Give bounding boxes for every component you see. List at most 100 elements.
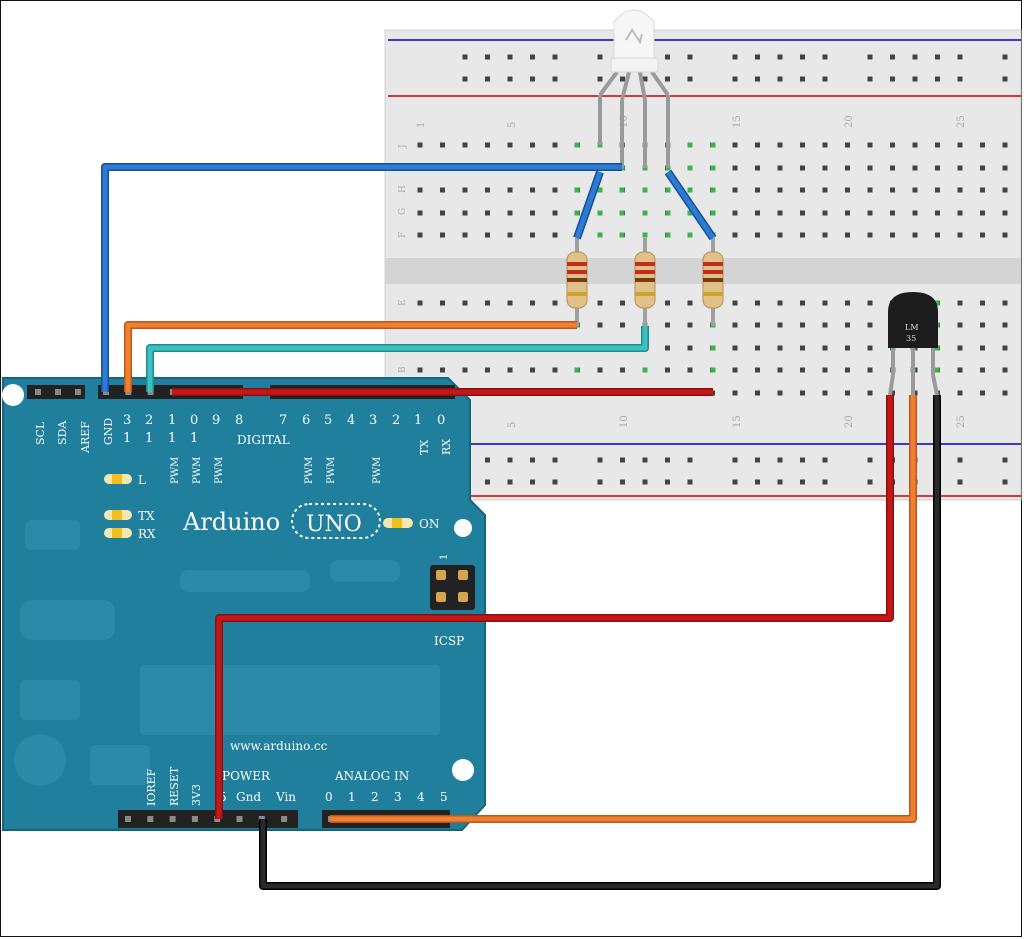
breadboard-hole xyxy=(485,367,490,373)
breadboard-rail-hole xyxy=(1002,54,1008,60)
tx-pin-label: TX xyxy=(418,440,431,455)
breadboard-rail-hole xyxy=(597,76,603,82)
breadboard-hole xyxy=(732,165,738,171)
breadboard-hole xyxy=(845,345,850,351)
pcb-component xyxy=(140,665,440,735)
breadboard-rail-hole xyxy=(530,76,535,82)
breadboard-hole xyxy=(530,232,535,238)
breadboard-hole xyxy=(800,345,805,351)
resistor-1 xyxy=(566,238,588,326)
breadboard-hole xyxy=(822,300,828,306)
breadboard-hole xyxy=(1002,187,1008,193)
breadboard-hole xyxy=(552,232,558,238)
connected-hole xyxy=(642,210,648,216)
breadboard-hole xyxy=(980,187,985,193)
breadboard-hole xyxy=(755,345,760,351)
breadboard-hole xyxy=(485,210,490,216)
header-pin xyxy=(147,816,154,822)
header-power xyxy=(118,810,298,828)
breadboard-hole xyxy=(687,367,693,373)
breadboard-rail-hole xyxy=(485,54,490,60)
breadboard-hole xyxy=(777,232,783,238)
breadboard-rail-hole xyxy=(552,479,558,485)
row-letter: G xyxy=(398,208,408,215)
breadboard-rail-hole xyxy=(800,54,805,60)
breadboard-hole xyxy=(777,322,783,328)
wire-blue-gnd xyxy=(102,164,622,392)
connected-hole xyxy=(619,187,625,193)
breadboard-hole xyxy=(912,232,918,238)
breadboard-rail-hole xyxy=(957,54,963,60)
breadboard-hole xyxy=(912,187,918,193)
breadboard-hole xyxy=(620,367,625,373)
breadboard-hole xyxy=(755,367,760,373)
breadboard-hole xyxy=(957,142,963,148)
header-pin xyxy=(169,816,176,822)
header-pin xyxy=(125,816,131,822)
breadboard-rail-hole xyxy=(687,54,693,60)
breadboard-rail-hole xyxy=(732,54,738,60)
rgb-led xyxy=(598,9,670,168)
breadboard-hole xyxy=(957,232,963,238)
pwm-label: PWM xyxy=(192,457,203,484)
column-number: 15 xyxy=(732,115,743,128)
breadboard-rail-hole xyxy=(665,457,670,463)
breadboard-rail-hole xyxy=(462,54,468,60)
connected-hole xyxy=(687,187,693,193)
breadboard-hole xyxy=(822,165,828,171)
wires xyxy=(101,163,941,890)
breadboard-hole xyxy=(800,187,805,193)
breadboard-rail-hole xyxy=(665,54,670,60)
breadboard-hole xyxy=(822,390,828,396)
pwm-label: PWM xyxy=(214,457,225,484)
breadboard-rail-hole xyxy=(507,76,513,82)
led-rx-core xyxy=(112,528,122,538)
breadboard-rail-hole xyxy=(867,457,873,463)
breadboard-hole xyxy=(462,367,468,373)
breadboard-rail-hole xyxy=(777,479,783,485)
led-tx-core xyxy=(112,510,122,520)
breadboard-rail-hole xyxy=(800,457,805,463)
breadboard-hole xyxy=(485,187,490,193)
pcb-component xyxy=(90,745,150,785)
breadboard-hole xyxy=(732,367,738,373)
connected-hole xyxy=(642,232,648,238)
breadboard-rail-hole xyxy=(620,457,625,463)
breadboard-hole xyxy=(732,345,738,351)
breadboard-hole xyxy=(867,187,873,193)
breadboard-hole xyxy=(957,322,963,328)
led-on-label: ON xyxy=(419,517,439,531)
breadboard-rail-hole xyxy=(822,54,828,60)
breadboard-hole xyxy=(507,210,513,216)
connected-hole xyxy=(710,367,716,373)
pin-number: 4 xyxy=(347,413,355,428)
pin-number: 6 xyxy=(302,413,310,428)
breadboard-hole xyxy=(980,390,985,396)
connected-hole xyxy=(574,210,580,216)
breadboard-rail-hole xyxy=(822,479,828,485)
breadboard-hole xyxy=(485,142,490,148)
breadboard-hole xyxy=(867,300,873,306)
breadboard-hole xyxy=(665,300,670,306)
pin-label-sda: SDA xyxy=(56,420,69,445)
breadboard-rail-hole xyxy=(642,76,648,82)
breadboard-rail-hole xyxy=(665,76,670,82)
column-number: 1 xyxy=(416,122,427,128)
breadboard-hole xyxy=(462,142,468,148)
breadboard-hole xyxy=(890,210,895,216)
connected-hole xyxy=(642,367,648,373)
analog-label: ANALOG IN xyxy=(334,769,409,783)
breadboard-hole xyxy=(417,210,423,216)
breadboard-hole xyxy=(440,210,445,216)
breadboard-hole xyxy=(867,390,873,396)
pin-label-ioref: IOREF xyxy=(145,768,158,806)
breadboard-hole xyxy=(822,142,828,148)
breadboard-rail-hole xyxy=(867,479,873,485)
connected-hole xyxy=(710,210,716,216)
breadboard-hole xyxy=(507,142,513,148)
breadboard-hole xyxy=(822,367,828,373)
breadboard-rail-hole xyxy=(665,479,670,485)
analog-pin-label: 4 xyxy=(417,790,425,804)
led-l-core xyxy=(112,474,122,484)
breadboard-hole xyxy=(890,165,895,171)
